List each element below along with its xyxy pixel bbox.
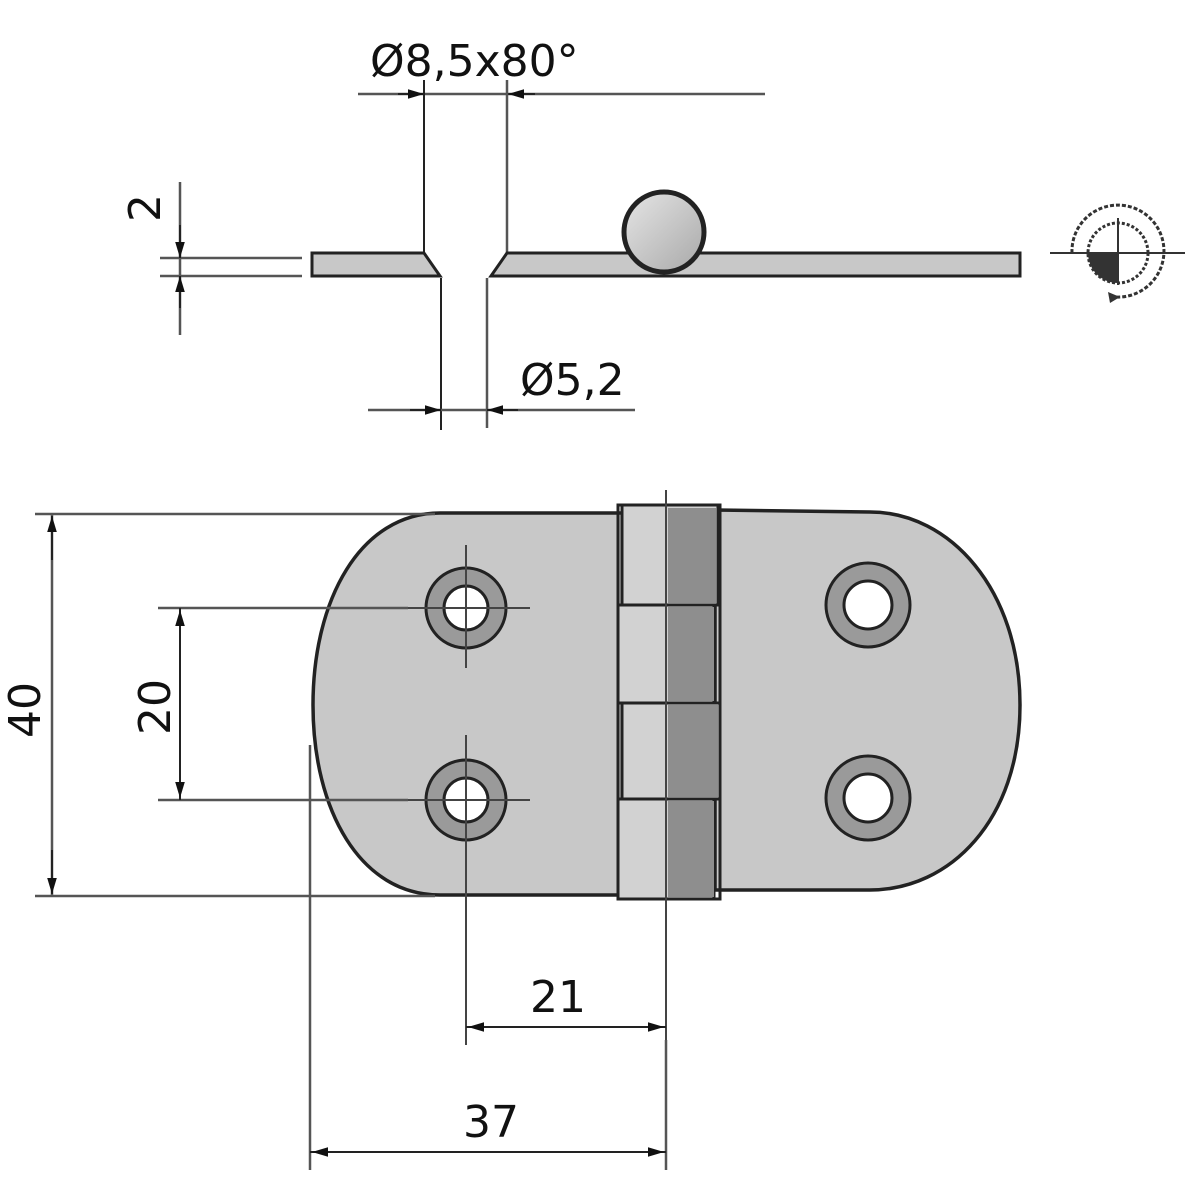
leaf-width-dimension: 37 [308,745,668,1170]
side-plate [310,189,1022,278]
left-bottom-hole [405,735,530,1045]
thickness-dimension: 2 [120,182,302,335]
countersink-label: Ø8,5x80° [370,36,579,87]
thickness-label: 2 [120,194,171,222]
overall-height-label: 40 [0,682,51,738]
top-view: 40 20 21 37 [0,490,1022,1170]
hole-to-pin-label: 21 [530,972,586,1023]
left-top-hole [405,545,530,668]
right-top-hole [824,561,912,649]
hole-spacing-label: 20 [130,679,181,735]
countersink-dimension: Ø8,5x80° [358,36,765,254]
hole-diameter-label: Ø5,2 [520,355,625,406]
pin-knuckle [621,189,707,275]
first-angle-projection-icon [1050,203,1185,303]
hinge-knuckles [616,490,722,1040]
right-leaf [713,508,1022,892]
leaf-width-label: 37 [463,1097,519,1148]
side-view: Ø8,5x80° 2 Ø5,2 [120,36,1022,430]
hole-to-pin-dimension: 21 [466,972,666,1032]
hole-diameter-dimension: Ø5,2 [368,278,635,430]
hole-spacing-dimension: 20 [130,606,408,802]
right-bottom-hole [824,754,912,842]
overall-height-dimension: 40 [0,512,435,898]
